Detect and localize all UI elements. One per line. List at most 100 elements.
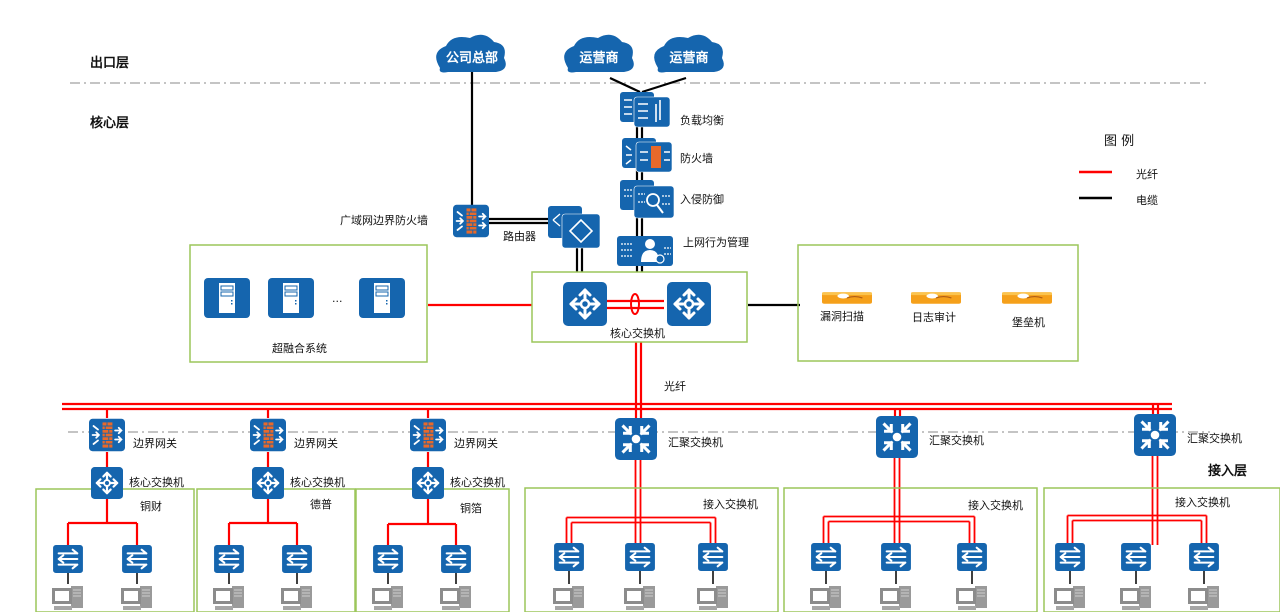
access-switch-icon[interactable] <box>956 543 988 571</box>
vuln-scan-device[interactable]: 漏洞扫描 <box>820 291 872 323</box>
cloud-label-isp-1: 运营商 <box>579 50 618 66</box>
cloud-isp-1: 运营商 <box>564 34 634 73</box>
firewall-device[interactable]: 防火墙 <box>622 138 713 173</box>
pc-icon[interactable] <box>623 585 656 611</box>
branch-core-switch-label: 核心交换机 <box>450 475 505 489</box>
branch-core-switch-icon[interactable] <box>89 467 125 499</box>
cloud-label-isp-2: 运营商 <box>669 50 708 66</box>
access-box <box>783 487 1038 612</box>
pc-icon[interactable] <box>879 585 912 611</box>
pc-icon[interactable] <box>809 585 842 611</box>
router-device[interactable]: 路由器 <box>503 206 601 249</box>
core-switch-1-icon[interactable] <box>563 282 607 326</box>
access-switch-icon[interactable] <box>1188 543 1220 571</box>
border-gateway-icon[interactable] <box>410 418 446 452</box>
access-switch-icon[interactable] <box>372 545 404 573</box>
aggregation-switch-icon[interactable] <box>875 416 919 458</box>
aggregation-switch-label: 汇聚交换机 <box>668 435 723 449</box>
load-balancer-label: 负载均衡 <box>680 113 724 127</box>
layer-label-core: 核心层 <box>90 115 129 131</box>
access-switch-icon[interactable] <box>624 543 656 571</box>
aggregation-switch-icon[interactable] <box>614 418 658 460</box>
access-switch-icon[interactable] <box>1120 543 1152 571</box>
border-gateway-icon[interactable] <box>89 418 125 452</box>
access-switch-icon[interactable] <box>697 543 729 571</box>
pc-icon[interactable] <box>1119 585 1152 611</box>
ips-label: 入侵防御 <box>680 192 724 206</box>
access-switch-icon[interactable] <box>121 545 153 573</box>
load-balancer-device[interactable]: 负载均衡 <box>620 92 724 128</box>
branch-site-label: 德普 <box>310 497 332 511</box>
pc-icon[interactable] <box>280 585 313 611</box>
branch-core-switch-icon[interactable] <box>250 467 286 499</box>
cloud-isp-2: 运营商 <box>654 34 724 73</box>
access-switch-icon[interactable] <box>440 545 472 573</box>
log-audit-label: 日志审计 <box>912 310 956 324</box>
branch-core-switch-icon[interactable] <box>410 467 446 499</box>
access-box <box>524 487 779 612</box>
branch-site-label: 铜箔 <box>460 501 482 515</box>
layer-label-access: 接入层 <box>1208 463 1247 479</box>
pc-icon[interactable] <box>552 585 585 611</box>
branch-site-label: 铜财 <box>140 499 162 513</box>
access-box <box>1043 487 1280 612</box>
pc-icon[interactable] <box>212 585 245 611</box>
pc-icon[interactable] <box>51 585 84 611</box>
behavior-management-label: 上网行为管理 <box>683 235 749 249</box>
access-switch-icon[interactable] <box>52 545 84 573</box>
pc-icon[interactable] <box>439 585 472 611</box>
core-switch-2-icon[interactable] <box>667 282 711 326</box>
behavior-management-device[interactable]: 上网行为管理 <box>617 235 749 266</box>
pc-icon[interactable] <box>371 585 404 611</box>
aggregation-switch-label: 汇聚交换机 <box>929 433 984 447</box>
server-icon[interactable] <box>268 278 314 318</box>
border-gateway-icon[interactable] <box>250 418 286 452</box>
pc-icon[interactable] <box>1053 585 1086 611</box>
access-switch-icon[interactable] <box>1054 543 1086 571</box>
access-switch-icon[interactable] <box>553 543 585 571</box>
firewall-label: 防火墙 <box>680 151 713 165</box>
pc-icon[interactable] <box>120 585 153 611</box>
bastion-device[interactable]: 堡垒机 <box>1002 291 1052 329</box>
server-icon[interactable] <box>359 278 405 318</box>
cloud-hq: 公司总部 <box>436 34 506 73</box>
access-switch-icon[interactable] <box>281 545 313 573</box>
access-switch-group-label: 接入交换机 <box>703 497 758 511</box>
access-switch-group-label: 接入交换机 <box>1175 495 1230 509</box>
server-ellipsis: ... <box>332 292 343 305</box>
wan-firewall-label: 广域网边界防火墙 <box>340 213 428 227</box>
aggregation-switch-icon[interactable] <box>1133 414 1177 456</box>
branch-core-switch-label: 核心交换机 <box>290 475 345 489</box>
hci-label: 超融合系统 <box>272 341 327 355</box>
pc-icon[interactable] <box>696 585 729 611</box>
router-label: 路由器 <box>503 229 536 243</box>
aggregation-switch-label: 汇聚交换机 <box>1187 431 1242 445</box>
bastion-label: 堡垒机 <box>1012 315 1045 329</box>
layer-label-exit: 出口层 <box>90 55 129 71</box>
ips-device[interactable]: 入侵防御 <box>620 180 724 219</box>
branch-core-switch-label: 核心交换机 <box>129 475 184 489</box>
border-gateway-label: 边界网关 <box>133 436 177 450</box>
vuln-scan-label: 漏洞扫描 <box>820 309 864 323</box>
log-audit-device[interactable]: 日志审计 <box>911 291 961 324</box>
pc-icon[interactable] <box>1187 585 1220 611</box>
border-gateway-label: 边界网关 <box>294 436 338 450</box>
legend: 图 例 光纤 电缆 <box>1079 134 1158 207</box>
border-gateway-label: 边界网关 <box>454 436 498 450</box>
access-switch-icon[interactable] <box>880 543 912 571</box>
pc-icon[interactable] <box>955 585 988 611</box>
access-switch-icon[interactable] <box>213 545 245 573</box>
wan-firewall-device[interactable]: 广域网边界防火墙 <box>340 204 489 238</box>
hci-system-group: ... 超融合系统 <box>189 244 428 363</box>
access-switch-icon[interactable] <box>810 543 842 571</box>
server-icon[interactable] <box>204 278 250 318</box>
security-tools-group: 漏洞扫描 日志审计 堡垒机 <box>797 244 1079 362</box>
